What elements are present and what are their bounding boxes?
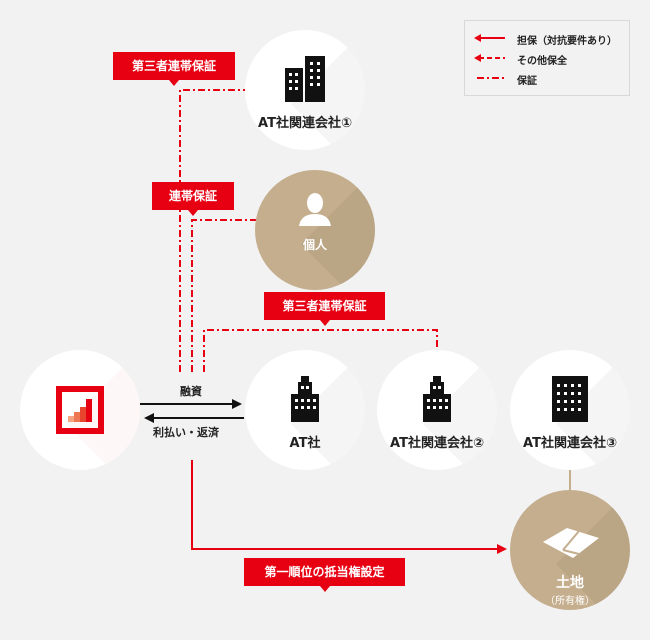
node-label: AT社関連会社③ — [523, 436, 617, 451]
mortgage-arrowhead — [497, 544, 507, 554]
node-individual[interactable]: 個人 — [255, 170, 375, 290]
mortgage-line — [191, 460, 500, 550]
tag-first-mortgage: 第一順位の抵当権設定 — [244, 558, 405, 592]
node-label: AT社関連会社② — [390, 436, 484, 451]
tag-joint-guarantee: 連帯保証 — [152, 182, 234, 216]
company-logo-icon — [56, 386, 104, 434]
office-building-icon — [552, 376, 588, 422]
node-sublabel: （所有権） — [545, 596, 595, 607]
node-label: 土地 — [556, 575, 584, 591]
loan-label: 融資 — [180, 385, 202, 398]
guarantee-line-affiliate2 — [203, 329, 438, 372]
legend-collateral: 担保（対抗要件あり） — [517, 36, 617, 47]
node-at[interactable]: AT社 — [245, 350, 365, 470]
node-label: 個人 — [302, 238, 327, 252]
guarantee-line-individual — [191, 219, 256, 372]
node-affiliate3[interactable]: AT社関連会社③ — [510, 350, 630, 470]
tag-third-party-guarantee-2: 第三者連帯保証 — [264, 292, 385, 326]
tag-third-party-guarantee-1: 第三者連帯保証 — [113, 52, 235, 86]
repayment-label: 利払い・返済 — [153, 426, 219, 439]
legend-guarantee: 保証 — [517, 76, 537, 87]
building-icon — [285, 56, 325, 102]
land-plot-icon — [543, 528, 599, 558]
node-affiliate2[interactable]: AT社関連会社② — [377, 350, 497, 470]
legend-other-security: その他保全 — [517, 56, 567, 67]
node-label: AT社 — [289, 436, 321, 451]
person-icon — [299, 193, 331, 226]
node-label: AT社関連会社① — [258, 116, 352, 131]
node-lender[interactable] — [20, 350, 140, 470]
tower-icon — [291, 376, 319, 422]
legend: 担保（対抗要件あり） その他保全 保証 — [464, 20, 630, 96]
tower-icon — [423, 376, 451, 422]
node-affiliate1[interactable]: AT社関連会社① — [245, 30, 365, 150]
guarantee-line-affiliate1 — [179, 89, 246, 372]
node-land[interactable]: 土地 （所有権） — [510, 490, 630, 610]
